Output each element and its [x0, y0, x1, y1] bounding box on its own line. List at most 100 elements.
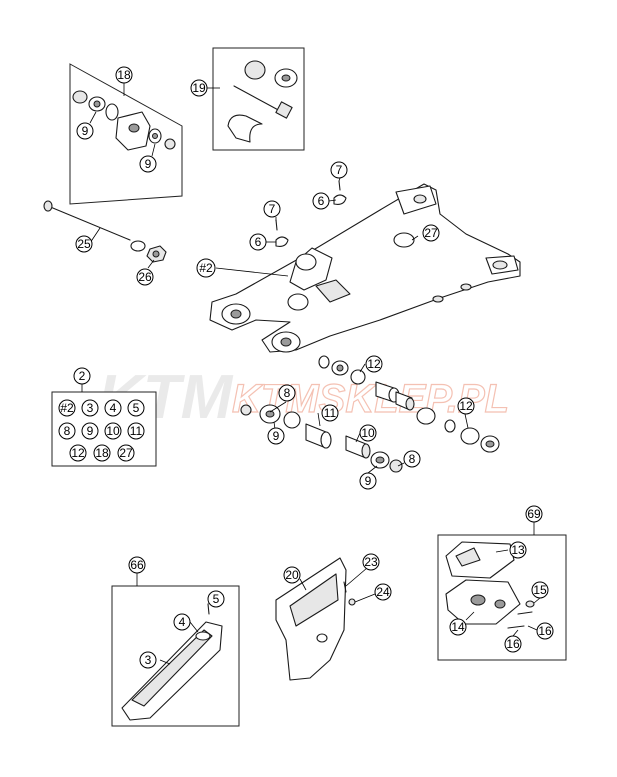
callout-7-upper-label: 7	[336, 163, 343, 177]
callout-26-label: 26	[138, 270, 152, 284]
clip-6-lower	[275, 236, 289, 247]
callout-18: 18	[115, 66, 133, 84]
callout-12-upper: 12	[365, 355, 383, 373]
callout-16-right: 16	[536, 622, 554, 640]
bearing-set-lower	[240, 404, 403, 473]
group-69-box	[437, 534, 567, 661]
callout-4: 4	[173, 613, 191, 631]
axle-25	[43, 200, 146, 252]
callout-9-a: 9	[76, 122, 94, 140]
kit-2-item-9: 12	[69, 444, 87, 462]
callout-8-lower: 8	[403, 450, 421, 468]
callout-2: 2	[73, 367, 91, 385]
callout-66: 66	[128, 556, 146, 574]
callout-15-label: 15	[533, 583, 547, 597]
group-66-box	[111, 585, 240, 727]
screw-7-upper	[338, 180, 341, 191]
callout-3: 3	[139, 651, 157, 669]
callout-25-label: 25	[77, 237, 91, 251]
callout-20: 20	[283, 566, 301, 584]
callout-9-a-label: 9	[82, 124, 89, 138]
callout-13-label: 13	[511, 543, 525, 557]
callout-24-label: 24	[376, 585, 390, 599]
callout-9-c-label: 9	[273, 429, 280, 443]
kit-2-item-4: 5	[127, 399, 145, 417]
callout-5: 5	[207, 590, 225, 608]
callout-8-upper-label: 8	[284, 386, 291, 400]
kit-2-item-6: 9	[81, 422, 99, 440]
screw-7-lower	[275, 219, 278, 231]
kit-2-item-2: 3	[81, 399, 99, 417]
kit-2-item-8: 11	[127, 422, 145, 440]
callout-26: 26	[136, 268, 154, 286]
kit-2-item-8-label: 11	[130, 424, 143, 438]
kit-2-item-2-label: 3	[87, 401, 94, 415]
callout-7-lower: 7	[263, 200, 281, 218]
group-19-box	[212, 47, 305, 151]
kit-2-item-11: 27	[117, 444, 135, 462]
callout-ref-2: #2	[196, 258, 216, 278]
kit-2-item-6-label: 9	[87, 424, 94, 438]
callout-19: 19	[190, 79, 208, 97]
callout-69: 69	[525, 505, 543, 523]
callout-9-d: 9	[359, 472, 377, 490]
callout-16-left-label: 16	[506, 637, 520, 651]
callout-ref-2-label: #2	[199, 261, 213, 275]
callout-66-label: 66	[130, 558, 144, 572]
callout-69-label: 69	[527, 507, 541, 521]
callout-9-b: 9	[139, 155, 157, 173]
callout-13: 13	[509, 541, 527, 559]
kit-2-item-1-label: #2	[60, 401, 74, 415]
kit-2-item-7: 10	[104, 422, 122, 440]
callout-19-label: 19	[192, 81, 206, 95]
callout-8-upper: 8	[278, 384, 296, 402]
kit-2-item-11-label: 27	[119, 446, 133, 460]
callout-15: 15	[531, 581, 549, 599]
callout-11: 11	[321, 404, 339, 422]
chain-guard-20	[275, 557, 356, 681]
callout-9-d-label: 9	[365, 474, 372, 488]
clip-6-upper	[333, 194, 347, 205]
callout-18-label: 18	[117, 68, 131, 82]
callout-14: 14	[449, 618, 467, 636]
kit-2-item-5: 8	[58, 422, 76, 440]
kit-2-item-7-label: 10	[106, 424, 120, 438]
callout-23-label: 23	[364, 555, 378, 569]
callout-9-b-label: 9	[145, 157, 152, 171]
callout-20-label: 20	[285, 568, 299, 582]
callout-16-right-label: 16	[538, 624, 552, 638]
callout-12-lower-label: 12	[459, 399, 473, 413]
callout-8-lower-label: 8	[409, 452, 416, 466]
callout-6-upper-label: 6	[318, 194, 325, 208]
kit-2-item-3: 4	[104, 399, 122, 417]
callout-3-label: 3	[145, 653, 152, 667]
kit-2-item-4-label: 5	[133, 401, 140, 415]
leader-lines	[81, 83, 541, 665]
nut-26	[146, 245, 167, 263]
callout-6-upper: 6	[312, 192, 330, 210]
callout-9-c: 9	[267, 427, 285, 445]
kit-2-item-9-label: 12	[71, 446, 85, 460]
callout-5-label: 5	[213, 592, 220, 606]
callout-10-label: 10	[361, 426, 375, 440]
callout-12-lower: 12	[457, 397, 475, 415]
callout-10: 10	[359, 424, 377, 442]
kit-2-item-1: #2	[58, 399, 76, 417]
callout-25: 25	[75, 235, 93, 253]
callout-4-label: 4	[179, 615, 186, 629]
bearing-set-upper	[318, 355, 500, 453]
callout-14-label: 14	[451, 620, 465, 634]
callout-7-lower-label: 7	[269, 202, 276, 216]
callout-27-label: 27	[424, 226, 438, 240]
callout-2-label: 2	[79, 369, 86, 383]
callout-6-lower-label: 6	[255, 235, 262, 249]
callout-27: 27	[422, 224, 440, 242]
kit-2-item-10: 18	[93, 444, 111, 462]
callout-7-upper: 7	[330, 161, 348, 179]
kit-2-item-3-label: 4	[110, 401, 117, 415]
callout-6-lower: 6	[249, 233, 267, 251]
callout-23: 23	[362, 553, 380, 571]
swingarm	[209, 183, 521, 353]
callout-24: 24	[374, 583, 392, 601]
